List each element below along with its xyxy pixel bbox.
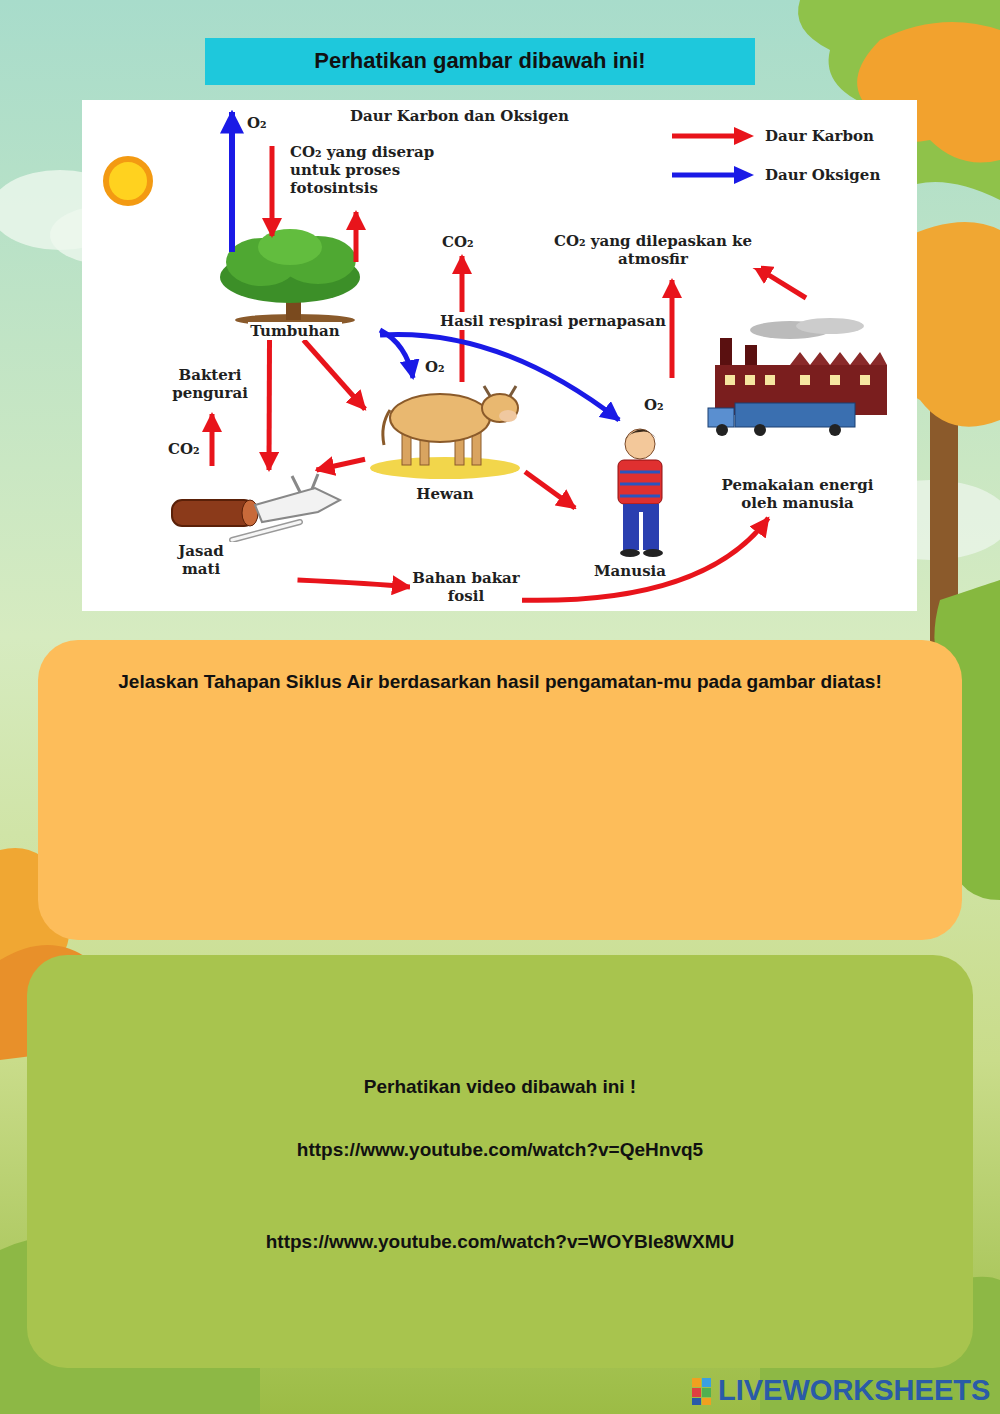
gas-label: CO₂ [166, 440, 202, 458]
fossil-fuel-node: Bahan bakar fosil [410, 565, 522, 609]
process-note: CO₂ yang dilepaskan ke atmosfir [545, 232, 761, 268]
legend-label: Daur Oksigen [763, 166, 882, 184]
legend-arrow [668, 125, 758, 147]
human-node: Manusia [575, 420, 685, 580]
legend-arrowhead [734, 127, 754, 145]
oxygen-arrow [380, 334, 619, 420]
legend-swatch [672, 173, 738, 178]
carbon-arrow [525, 472, 575, 508]
video-link: https://www.youtube.com/watch?v=WOYBle8W… [266, 1230, 735, 1255]
dead-organism-node: Jasad mati [155, 470, 345, 580]
legend-arrowhead [734, 166, 754, 184]
node-label: Tumbuhan [248, 322, 342, 340]
instruction-text: Perhatikan gambar dibawah ini! [314, 47, 645, 76]
animal-node: Hewan [365, 378, 525, 503]
energy-use-node: Pemakaian energi oleh manusia [700, 318, 895, 518]
plant-node: Tumbuhan [210, 240, 380, 340]
edge-label: O₂ [642, 396, 666, 414]
process-note: Hasil respirasi pernapasan [438, 312, 668, 330]
process-note: CO₂ yang diserap untuk proses fotosintsi… [288, 143, 466, 197]
diagram-title: Daur Karbon dan Oksigen [348, 107, 571, 125]
gas-label: O₂ [245, 114, 269, 132]
node-label: Manusia [592, 562, 668, 580]
instruction-text: Jelaskan Tahapan Siklus Air berdasarkan … [118, 670, 881, 695]
instruction-text: Perhatikan video dibawah ini ! [364, 1075, 636, 1100]
watermark: LIVEWORKSHEETS [716, 1373, 992, 1407]
carbon-arrow [304, 340, 366, 409]
legend-item: Daur Oksigen [668, 164, 882, 186]
carbon-arrow [317, 459, 366, 470]
legend-swatch [672, 134, 738, 139]
legend-arrow [668, 164, 758, 186]
node-label: Hewan [414, 485, 475, 503]
video-link: https://www.youtube.com/watch?v=QeHnvq5 [297, 1138, 703, 1163]
gas-label: CO₂ [440, 233, 476, 251]
edge-label: O₂ [423, 358, 447, 376]
carbon-arrow [298, 580, 411, 587]
heading-banner: Perhatikan gambar dibawah ini! [205, 38, 755, 85]
carbon-arrow [522, 518, 768, 600]
video-panel: Perhatikan video dibawah ini ! https://ww… [27, 955, 973, 1368]
node-label: Bahan bakar fosil [410, 569, 522, 605]
node-label: Pemakaian energi oleh manusia [700, 476, 895, 512]
legend-label: Daur Karbon [763, 127, 876, 145]
node-label: Jasad mati [159, 542, 243, 578]
decomposer-label: Bakteri pengurai [158, 366, 262, 402]
legend-item: Daur Karbon [668, 125, 876, 147]
answer-panel: Jelaskan Tahapan Siklus Air berdasarkan … [38, 640, 962, 940]
carbon-arrow [267, 340, 273, 470]
